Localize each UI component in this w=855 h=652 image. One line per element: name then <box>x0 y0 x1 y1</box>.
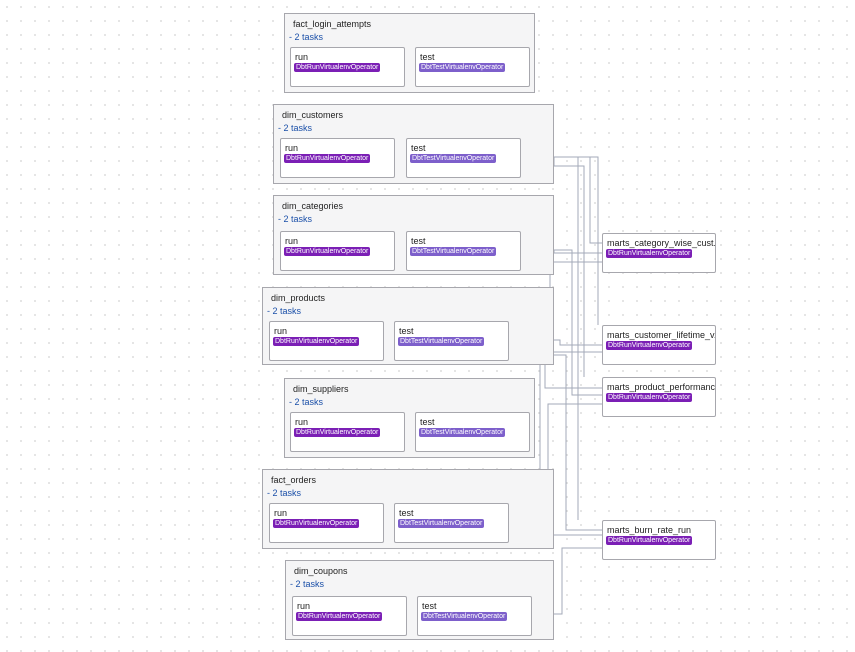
task-label: test <box>420 52 435 62</box>
operator-badge: DbtRunVirtualenvOperator <box>273 519 360 528</box>
operator-badge: DbtRunVirtualenvOperator <box>294 63 381 72</box>
task-group-title: dim_products <box>271 293 326 303</box>
marts-burn-rate-run-node[interactable]: marts_burn_rate_run DbtRunVirtualenvOper… <box>602 520 716 560</box>
test-task-node[interactable]: test DbtTestVirtualenvOperator <box>406 138 521 178</box>
test-task-node[interactable]: test DbtTestVirtualenvOperator <box>406 231 521 271</box>
task-label: run <box>297 601 311 611</box>
run-task-node[interactable]: run DbtRunVirtualenvOperator <box>290 412 405 452</box>
operator-badge: DbtTestVirtualenvOperator <box>410 154 497 163</box>
test-task-node[interactable]: test DbtTestVirtualenvOperator <box>417 596 532 636</box>
task-label: run <box>295 52 309 62</box>
task-label: run <box>285 236 299 246</box>
task-label: test <box>411 236 426 246</box>
test-task-node[interactable]: test DbtTestVirtualenvOperator <box>394 321 509 361</box>
operator-badge: DbtRunVirtualenvOperator <box>294 428 381 437</box>
marts-category-wise-customer-node[interactable]: marts_category_wise_cust... DbtRunVirtua… <box>602 233 716 273</box>
operator-badge: DbtTestVirtualenvOperator <box>398 337 485 346</box>
task-count-toggle[interactable]: - 2 tasks <box>267 306 302 316</box>
operator-badge: DbtRunVirtualenvOperator <box>284 247 371 256</box>
operator-badge: DbtTestVirtualenvOperator <box>398 519 485 528</box>
task-label: test <box>420 417 435 427</box>
task-group-title: dim_suppliers <box>293 384 349 394</box>
operator-badge: DbtTestVirtualenvOperator <box>419 428 506 437</box>
task-count-toggle[interactable]: - 2 tasks <box>290 579 325 589</box>
task-count-toggle[interactable]: - 2 tasks <box>289 32 324 42</box>
operator-badge: DbtRunVirtualenvOperator <box>296 612 383 621</box>
task-group-title: dim_coupons <box>294 566 348 576</box>
task-group-title: dim_categories <box>282 201 344 211</box>
operator-badge: DbtRunVirtualenvOperator <box>606 393 693 402</box>
operator-badge: DbtRunVirtualenvOperator <box>606 341 693 350</box>
task-label: test <box>399 326 414 336</box>
operator-badge: DbtRunVirtualenvOperator <box>273 337 360 346</box>
run-task-node[interactable]: run DbtRunVirtualenvOperator <box>269 503 384 543</box>
task-label: marts_burn_rate_run <box>607 525 692 535</box>
marts-product-performance-node[interactable]: marts_product_performanc... DbtRunVirtua… <box>602 377 716 417</box>
dim-coupons-to-marts-edge <box>546 547 602 615</box>
task-count-toggle[interactable]: - 2 tasks <box>267 488 302 498</box>
operator-badge: DbtTestVirtualenvOperator <box>410 247 497 256</box>
operator-badge: DbtTestVirtualenvOperator <box>421 612 508 621</box>
task-count-toggle[interactable]: - 2 tasks <box>278 214 313 224</box>
operator-badge: DbtRunVirtualenvOperator <box>606 536 693 545</box>
operator-badge: DbtRunVirtualenvOperator <box>284 154 371 163</box>
task-label: marts_product_performanc... <box>607 382 716 392</box>
task-label: test <box>399 508 414 518</box>
task-label: marts_customer_lifetime_v... <box>607 330 716 340</box>
task-count-toggle[interactable]: - 2 tasks <box>278 123 313 133</box>
task-group-dim-categories[interactable]: dim_categories - 2 tasks run DbtRunVirtu… <box>273 195 554 275</box>
run-task-node[interactable]: run DbtRunVirtualenvOperator <box>269 321 384 361</box>
test-task-node[interactable]: test DbtTestVirtualenvOperator <box>415 47 530 87</box>
test-task-node[interactable]: test DbtTestVirtualenvOperator <box>415 412 530 452</box>
task-group-dim-customers[interactable]: dim_customers - 2 tasks run DbtRunVirtua… <box>273 104 554 184</box>
task-label: test <box>411 143 426 153</box>
marts-customer-lifetime-value-node[interactable]: marts_customer_lifetime_v... DbtRunVirtu… <box>602 325 716 365</box>
run-task-node[interactable]: run DbtRunVirtualenvOperator <box>292 596 407 636</box>
task-count-toggle[interactable]: - 2 tasks <box>289 397 324 407</box>
task-label: run <box>274 508 288 518</box>
task-label: run <box>274 326 288 336</box>
task-group-fact-orders[interactable]: fact_orders - 2 tasks run DbtRunVirtuale… <box>262 469 554 549</box>
test-task-node[interactable]: test DbtTestVirtualenvOperator <box>394 503 509 543</box>
task-group-fact-login-attempts[interactable]: fact_login_attempts - 2 tasks run DbtRun… <box>284 13 535 93</box>
run-task-node[interactable]: run DbtRunVirtualenvOperator <box>290 47 405 87</box>
task-group-dim-suppliers[interactable]: dim_suppliers - 2 tasks run DbtRunVirtua… <box>284 378 535 458</box>
task-group-dim-products[interactable]: dim_products - 2 tasks run DbtRunVirtual… <box>262 287 554 365</box>
operator-badge: DbtRunVirtualenvOperator <box>606 249 693 258</box>
task-group-title: dim_customers <box>282 110 344 120</box>
run-task-node[interactable]: run DbtRunVirtualenvOperator <box>280 138 395 178</box>
task-group-title: fact_orders <box>271 475 317 485</box>
task-group-title: fact_login_attempts <box>293 19 372 29</box>
operator-badge: DbtTestVirtualenvOperator <box>419 63 506 72</box>
task-group-dim-coupons[interactable]: dim_coupons - 2 tasks run DbtRunVirtuale… <box>285 560 554 640</box>
task-label: marts_category_wise_cust... <box>607 238 716 248</box>
run-task-node[interactable]: run DbtRunVirtualenvOperator <box>280 231 395 271</box>
task-label: run <box>285 143 299 153</box>
task-label: run <box>295 417 309 427</box>
task-label: test <box>422 601 437 611</box>
